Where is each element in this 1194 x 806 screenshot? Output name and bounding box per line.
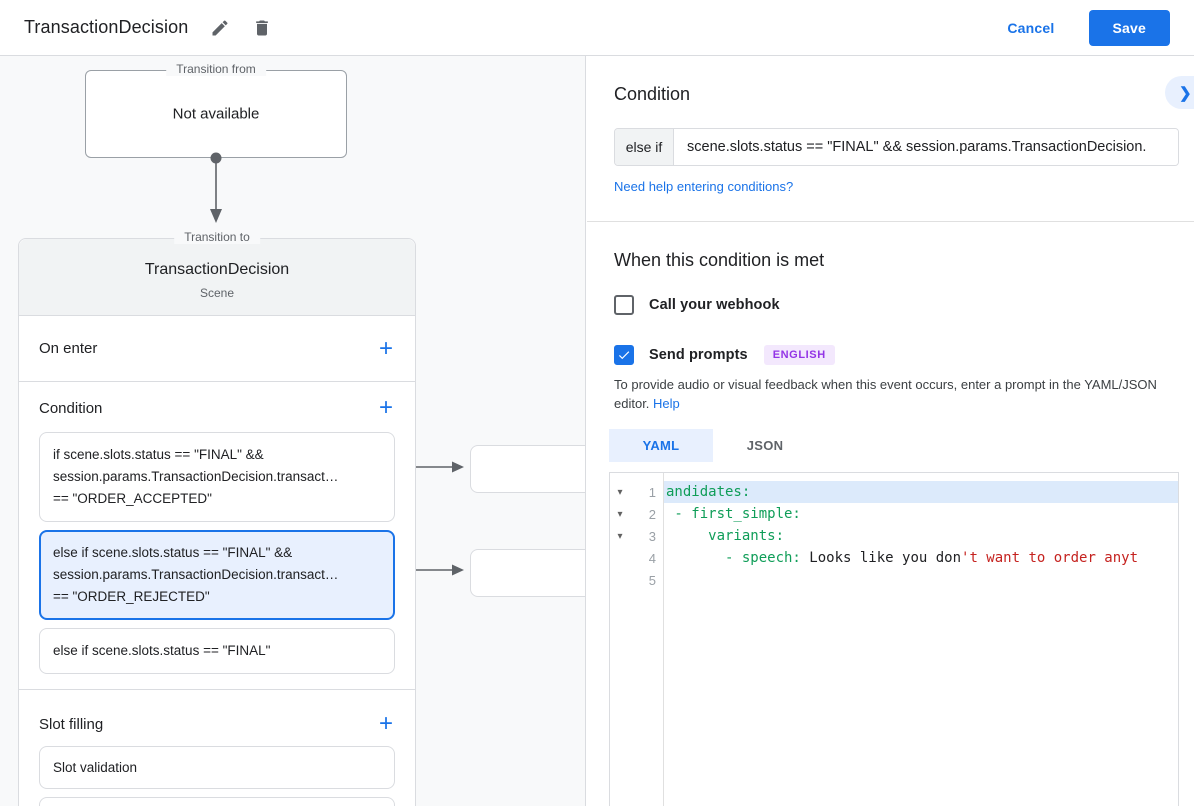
trash-icon: [256, 20, 269, 35]
transition-from-label: Transition from: [166, 62, 266, 76]
prompts-help-link[interactable]: Help: [653, 396, 680, 411]
scene-graph-canvas: Transition from Not available Transition…: [0, 56, 586, 806]
top-bar: TransactionDecision Cancel Save: [0, 0, 1194, 56]
scene-card-header: TransactionDecision Scene: [19, 239, 415, 316]
editor-code[interactable]: andidates: - first_simple: variants: - s…: [664, 473, 1178, 806]
line-number: 3: [648, 528, 656, 544]
slot-filling-section: Slot filling + Slot validation: [19, 690, 415, 806]
editor-gutter-line: ▾2: [610, 503, 663, 525]
language-badge: ENGLISH: [763, 345, 835, 365]
transition-from-value: Not available: [172, 105, 260, 123]
code-token-plain: Looks like you don: [809, 550, 962, 566]
line-number: 5: [648, 572, 656, 588]
panel-divider: [587, 221, 1194, 222]
code-line[interactable]: variants:: [664, 525, 1178, 547]
fold-arrow-icon[interactable]: ▾: [617, 530, 623, 542]
condition-line: else if scene.slots.status == "FINAL" &&: [53, 545, 293, 560]
webhook-row: Call your webhook: [614, 295, 780, 315]
pencil-icon: [212, 19, 228, 35]
code-line[interactable]: andidates:: [664, 481, 1178, 503]
condition-card-rejected-selected[interactable]: else if scene.slots.status == "FINAL" &&…: [39, 530, 395, 620]
condition-line: == "ORDER_REJECTED": [53, 589, 210, 604]
scene-name: TransactionDecision: [144, 261, 290, 278]
send-prompts-row: Send prompts ENGLISH: [614, 345, 835, 365]
transition-target-node[interactable]: [470, 549, 585, 597]
send-prompts-label: Send prompts: [649, 347, 748, 363]
condition-input-group: else if: [614, 128, 1179, 166]
code-line[interactable]: - speech: Looks like you don't want to o…: [664, 547, 1178, 569]
slot-card-partial[interactable]: [39, 797, 395, 806]
line-number: 4: [648, 550, 656, 566]
cancel-button[interactable]: Cancel: [1007, 19, 1055, 36]
code-token-string: 't want to order anyt: [961, 550, 1139, 566]
line-number: 2: [648, 506, 656, 522]
edit-scene-button[interactable]: [206, 14, 234, 42]
code-token-key: - first_simple:: [666, 506, 801, 522]
page-title: TransactionDecision: [24, 17, 189, 37]
editor-gutter-line: 4: [610, 547, 663, 569]
prompts-description-text: To provide audio or visual feedback when…: [614, 377, 1157, 411]
fold-arrow-icon[interactable]: ▾: [617, 508, 623, 520]
editor-gutter-line: ▾3: [610, 525, 663, 547]
webhook-label: Call your webhook: [649, 297, 780, 313]
scene-card: Transition to TransactionDecision Scene …: [18, 230, 416, 806]
editor-gutter-line: 5: [610, 569, 663, 591]
condition-detail-panel: Condition ❯ else if Need help entering c…: [587, 56, 1194, 806]
save-button[interactable]: Save: [1088, 9, 1170, 46]
code-token-key: - speech:: [666, 550, 810, 566]
send-prompts-checkbox[interactable]: [614, 345, 634, 365]
chevron-right-icon: ❯: [1179, 84, 1192, 102]
checkmark-icon: [618, 351, 630, 360]
editor-gutter-line: ▾1: [610, 481, 663, 503]
conditions-help-link[interactable]: Need help entering conditions?: [614, 179, 794, 194]
condition-line: else if scene.slots.status == "FINAL": [53, 643, 271, 658]
code-token-key: andidates:: [666, 484, 751, 500]
condition-expression-input[interactable]: [674, 129, 1178, 165]
add-on-enter-button[interactable]: +: [378, 334, 393, 362]
delete-scene-button[interactable]: [248, 14, 276, 42]
collapse-panel-button[interactable]: ❯: [1165, 76, 1194, 109]
condition-section: Condition + if scene.slots.status == "FI…: [19, 382, 415, 690]
slot-validation-card[interactable]: Slot validation: [39, 746, 395, 789]
on-enter-label: On enter: [39, 340, 98, 357]
condition-line: session.params.TransactionDecision.trans…: [53, 469, 339, 484]
tab-json[interactable]: JSON: [746, 438, 784, 453]
add-condition-button[interactable]: +: [378, 394, 393, 421]
condition-line: session.params.TransactionDecision.trans…: [53, 567, 339, 582]
condition-line: == "ORDER_ACCEPTED": [53, 491, 212, 506]
fold-arrow-icon[interactable]: ▾: [617, 486, 623, 498]
else-if-prefix: else if: [615, 129, 674, 165]
code-line[interactable]: [664, 569, 1178, 591]
scene-type: Scene: [199, 286, 235, 300]
condition-section-label: Condition: [39, 399, 103, 417]
code-token-key: variants:: [666, 528, 785, 544]
condition-panel-heading: Condition: [614, 84, 691, 104]
webhook-checkbox[interactable]: [614, 295, 634, 315]
add-slot-button[interactable]: +: [378, 710, 393, 737]
transition-to-label: Transition to: [174, 230, 260, 244]
code-line[interactable]: - first_simple:: [664, 503, 1178, 525]
prompts-description: To provide audio or visual feedback when…: [614, 375, 1180, 413]
condition-card-accepted[interactable]: if scene.slots.status == "FINAL" && sess…: [39, 432, 395, 522]
condition-card-final[interactable]: else if scene.slots.status == "FINAL": [39, 628, 395, 674]
transition-from-box: Transition from Not available: [85, 62, 347, 158]
condition-met-heading: When this condition is met: [614, 250, 825, 270]
condition-line: if scene.slots.status == "FINAL" &&: [53, 447, 264, 462]
slot-filling-label: Slot filling: [39, 715, 104, 733]
on-enter-section: On enter +: [19, 316, 415, 382]
tab-yaml[interactable]: YAML: [609, 429, 713, 462]
transition-target-node[interactable]: [470, 445, 585, 493]
editor-tabs: YAML JSON: [609, 429, 817, 462]
line-number: 1: [648, 484, 656, 500]
